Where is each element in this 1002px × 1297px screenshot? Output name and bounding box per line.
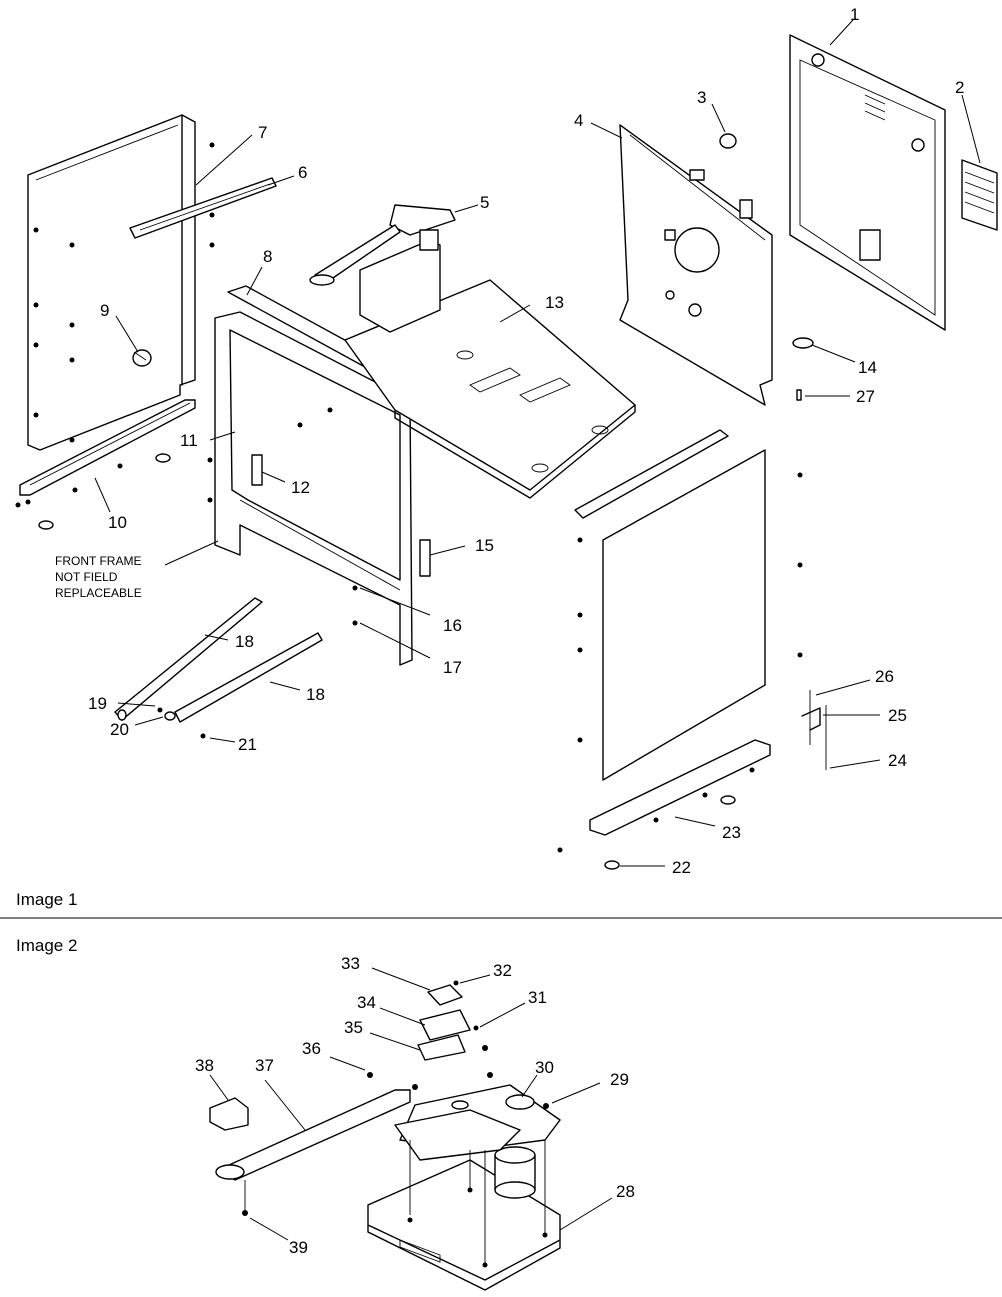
callout-3: 3 bbox=[697, 88, 706, 107]
note-line-2: NOT FIELD bbox=[55, 570, 118, 584]
callout-14: 14 bbox=[858, 358, 877, 377]
callout-28: 28 bbox=[616, 1182, 635, 1201]
screw bbox=[482, 1045, 488, 1051]
callout-29: 29 bbox=[610, 1070, 629, 1089]
screw bbox=[412, 1084, 418, 1090]
screw-17 bbox=[352, 620, 358, 626]
knob-9 bbox=[132, 349, 152, 367]
mechanism-plate-30 bbox=[394, 1084, 561, 1161]
section-title-image1: Image 1 bbox=[16, 890, 77, 909]
callout-26: 26 bbox=[875, 667, 894, 686]
note-line-3: REPLACEABLE bbox=[55, 586, 142, 600]
screw-21 bbox=[200, 733, 206, 739]
callout-18-upper: 18 bbox=[235, 632, 254, 651]
callout-16: 16 bbox=[443, 616, 462, 635]
callout-32: 32 bbox=[493, 961, 512, 980]
callout-9: 9 bbox=[100, 301, 109, 320]
clip-27 bbox=[796, 389, 802, 401]
back-panel-4 bbox=[619, 124, 773, 406]
bottom-panel-13 bbox=[344, 279, 636, 499]
right-side-panel bbox=[574, 429, 803, 781]
bracket-12 bbox=[251, 454, 263, 486]
callout-17: 17 bbox=[443, 658, 462, 677]
clip-25 bbox=[801, 690, 827, 770]
callout-10: 10 bbox=[108, 513, 127, 532]
callout-23: 23 bbox=[722, 823, 741, 842]
knob-3 bbox=[719, 133, 737, 149]
motor-cylinder bbox=[494, 1146, 536, 1199]
grommet-14 bbox=[792, 337, 814, 349]
screw bbox=[487, 1072, 493, 1078]
rail-18-lower bbox=[174, 632, 323, 723]
callout-20: 20 bbox=[110, 720, 129, 739]
leader-lines-image1 bbox=[94, 19, 981, 867]
rail-18-upper bbox=[114, 597, 263, 721]
screw-31 bbox=[473, 1025, 479, 1031]
latch-arm-37 bbox=[215, 1089, 411, 1181]
assembly-lines-image2 bbox=[244, 1140, 546, 1265]
callout-11: 11 bbox=[180, 431, 198, 450]
front-frame-note: FRONT FRAME NOT FIELD REPLACEABLE bbox=[55, 554, 142, 600]
washer-20 bbox=[164, 711, 176, 721]
callout-36: 36 bbox=[302, 1039, 321, 1058]
screw-32 bbox=[453, 980, 459, 986]
callout-22: 22 bbox=[672, 858, 691, 877]
motor-assembly-5 bbox=[309, 204, 456, 333]
left-side-panel bbox=[27, 114, 215, 451]
callout-1: 1 bbox=[850, 5, 859, 24]
leader-lines-image2 bbox=[209, 967, 613, 1241]
callout-15: 15 bbox=[475, 536, 494, 555]
callout-31: 31 bbox=[528, 988, 547, 1007]
rail-6 bbox=[129, 177, 277, 239]
callout-30: 30 bbox=[535, 1058, 554, 1077]
callout-2: 2 bbox=[955, 78, 964, 97]
screw-16 bbox=[352, 585, 358, 591]
screw-29 bbox=[543, 1103, 549, 1109]
vent-2 bbox=[961, 159, 998, 231]
callout-7: 7 bbox=[258, 123, 267, 142]
image1-group: 1 2 3 4 5 6 7 8 9 10 11 12 13 14 15 16 1… bbox=[15, 5, 998, 909]
callout-19: 19 bbox=[88, 694, 107, 713]
bottom-rail-23 bbox=[557, 739, 771, 870]
callout-18-lower: 18 bbox=[306, 685, 325, 704]
back-cover-1 bbox=[789, 34, 946, 331]
callout-39: 39 bbox=[289, 1238, 308, 1257]
callout-12: 12 bbox=[291, 478, 310, 497]
callout-21: 21 bbox=[238, 735, 257, 754]
screw-39 bbox=[242, 1210, 248, 1216]
callout-27: 27 bbox=[856, 387, 875, 406]
switch-assembly-33 bbox=[417, 984, 471, 1061]
callout-5: 5 bbox=[480, 193, 489, 212]
screw-36 bbox=[367, 1072, 373, 1078]
callout-4: 4 bbox=[574, 111, 583, 130]
callout-37: 37 bbox=[255, 1056, 274, 1075]
callout-24: 24 bbox=[888, 751, 907, 770]
callouts-image1: 1 2 3 4 5 6 7 8 9 10 11 12 13 14 15 16 1… bbox=[88, 5, 964, 877]
callout-25: 25 bbox=[888, 706, 907, 725]
callout-8: 8 bbox=[263, 247, 272, 266]
callout-33: 33 bbox=[341, 954, 360, 973]
screw-19 bbox=[157, 707, 163, 713]
image2-group: Image 2 bbox=[16, 936, 635, 1291]
handle-38 bbox=[209, 1097, 249, 1131]
callouts-image2: 28 29 30 31 32 33 34 35 36 37 38 39 bbox=[195, 954, 635, 1257]
note-line-1: FRONT FRAME bbox=[55, 554, 141, 568]
callout-6: 6 bbox=[298, 163, 307, 182]
bottom-rail-10 bbox=[15, 399, 196, 530]
callout-34: 34 bbox=[357, 993, 376, 1012]
bracket-15 bbox=[419, 539, 431, 577]
callout-35: 35 bbox=[344, 1018, 363, 1037]
callout-13: 13 bbox=[545, 293, 564, 312]
section-title-image2: Image 2 bbox=[16, 936, 77, 955]
callout-38: 38 bbox=[195, 1056, 214, 1075]
